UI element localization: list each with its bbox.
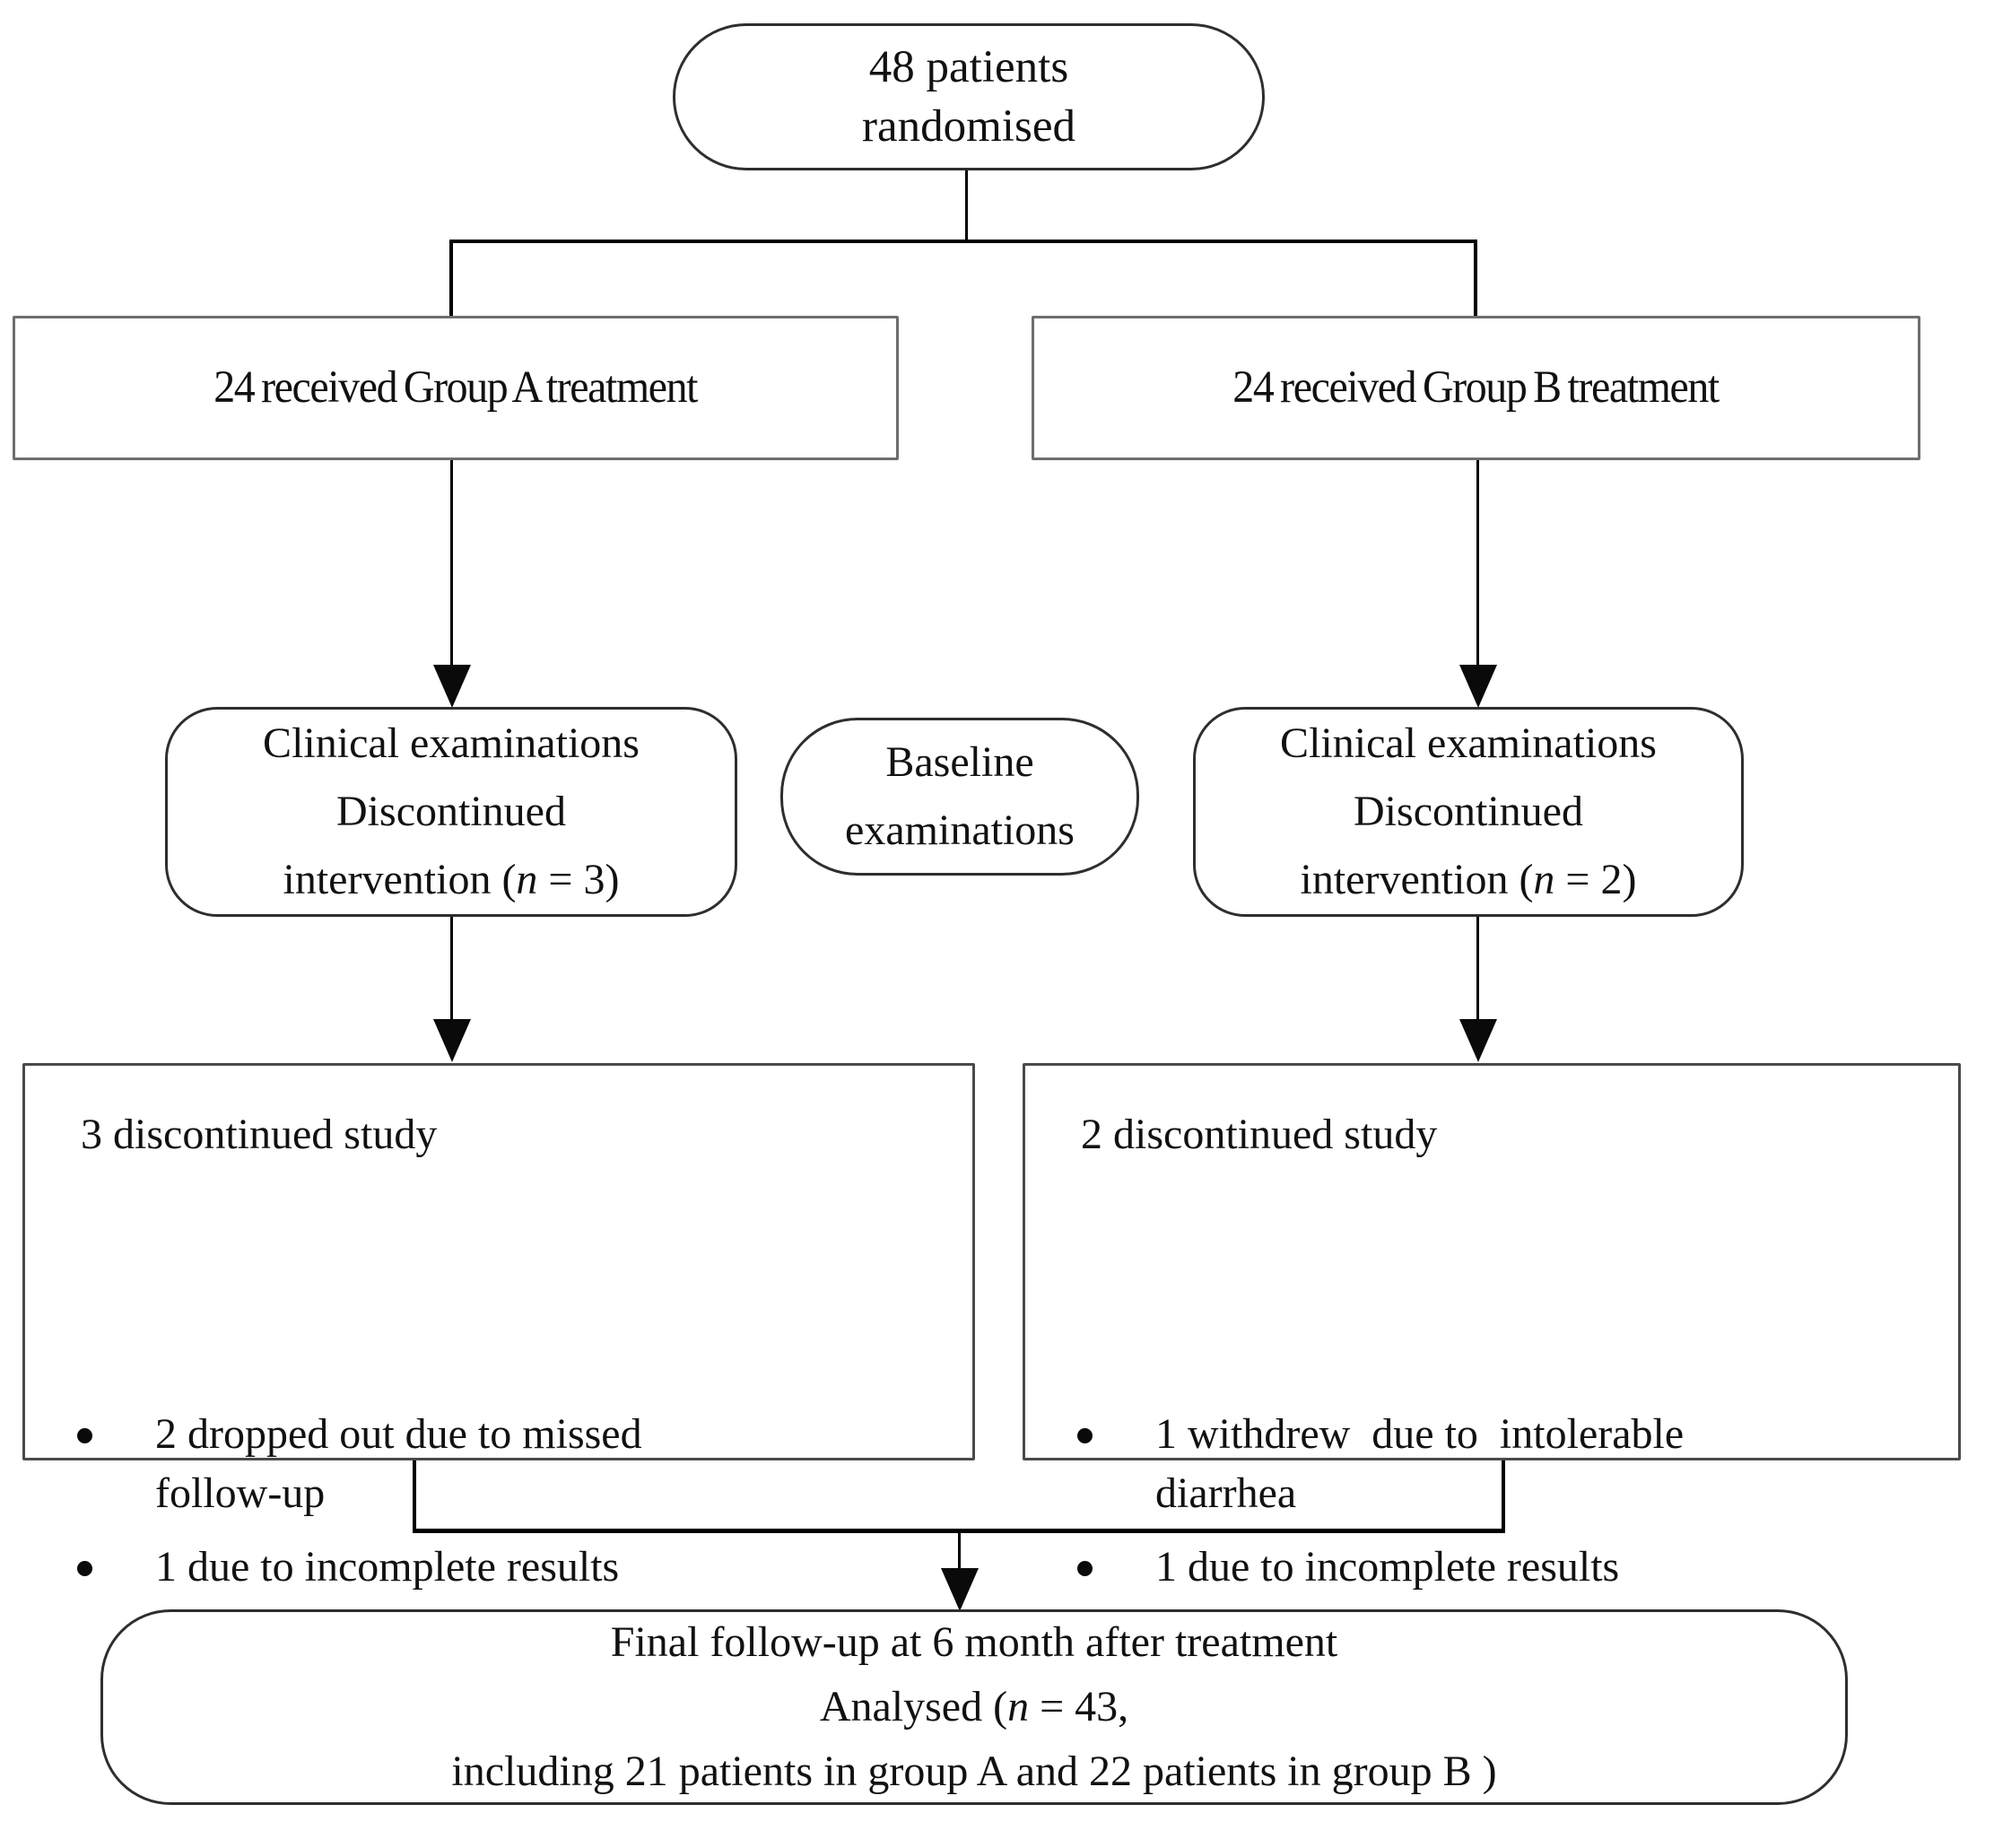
bullet-text: 1 due to incomplete results [155, 1543, 620, 1591]
bullet-item: 1 due to incomplete results [1025, 1538, 1940, 1597]
discontinued-a-list: 2 dropped out due to missed follow-up 1 … [25, 1405, 954, 1612]
bullet-item: 1 withdrew due to intolerable diarrhea [1025, 1405, 1940, 1523]
clinical-b-line1: Clinical examinations [1280, 719, 1657, 768]
final-line2: Analysed (n = 43, [819, 1683, 1129, 1730]
bullet-icon [77, 1561, 92, 1577]
bullet-icon [1077, 1428, 1093, 1443]
n-variable: n [1007, 1683, 1030, 1730]
clinical-exam-b-box: Clinical examinations Discontinued inter… [1193, 707, 1744, 917]
clinical-exam-a-box: Clinical examinations Discontinued inter… [165, 707, 737, 917]
clinical-b-line2: Discontinued [1354, 788, 1583, 836]
final-followup-box: Final follow-up at 6 month after treatme… [100, 1609, 1848, 1805]
connector-split-horizontal [449, 240, 1477, 243]
bullet-text: 1 withdrew due to intolerable diarrhea [1155, 1410, 1685, 1518]
final-line1: Final follow-up at 6 month after treatme… [610, 1618, 1338, 1666]
connector-merge-left [413, 1460, 416, 1532]
bullet-item: 2 dropped out due to missed follow-up [25, 1405, 954, 1523]
group-a-box: 24 received Group A treatment [13, 316, 899, 460]
arrow-b2-shaft [1476, 917, 1479, 1021]
baseline-line1: Baseline [885, 738, 1034, 787]
arrow-final-shaft [958, 1533, 961, 1571]
connector-top-vertical [965, 170, 968, 242]
connector-merge-right [1502, 1460, 1505, 1532]
arrowhead-down-icon [941, 1568, 979, 1611]
n-variable: n [516, 855, 538, 903]
bullet-icon [1077, 1561, 1093, 1577]
discontinued-a-heading: 3 discontinued study [81, 1111, 438, 1158]
arrowhead-down-icon [433, 1019, 471, 1062]
group-b-label: 24 received Group B treatment [1232, 362, 1720, 414]
discontinued-b-heading: 2 discontinued study [1081, 1111, 1438, 1158]
connector-split-left [449, 242, 453, 318]
arrow-a2-shaft [450, 917, 453, 1021]
randomised-box: 48 patients randomised [673, 23, 1265, 170]
arrowhead-down-icon [1459, 665, 1497, 708]
clinical-a-line1: Clinical examinations [263, 719, 640, 768]
randomised-line2: randomised [862, 101, 1075, 152]
arrow-b1-shaft [1476, 460, 1479, 667]
clinical-a-line2: Discontinued [336, 788, 566, 836]
bullet-item: 1 due to incomplete results [25, 1538, 954, 1597]
arrowhead-down-icon [1459, 1019, 1497, 1062]
group-b-box: 24 received Group B treatment [1032, 316, 1920, 460]
n-variable: n [1533, 855, 1555, 903]
group-a-label: 24 received Group A treatment [213, 362, 699, 414]
clinical-b-line3: intervention (n = 2) [1300, 855, 1637, 903]
connector-merge-horizontal [413, 1529, 1505, 1533]
baseline-exam-box: Baseline examinations [780, 718, 1139, 876]
discontinued-a-box: 3 discontinued study 2 dropped out due t… [22, 1063, 975, 1591]
connector-split-right [1474, 242, 1477, 318]
clinical-a-line3: intervention (n = 3) [283, 855, 620, 903]
bullet-text: 1 due to incomplete results [1155, 1543, 1620, 1591]
arrow-a1-shaft [450, 460, 453, 667]
bullet-text: 2 dropped out due to missed follow-up [155, 1410, 642, 1518]
final-line3: including 21 patients in group A and 22 … [451, 1748, 1497, 1795]
baseline-line2: examinations [845, 806, 1075, 854]
randomised-line1: 48 patients [868, 41, 1069, 92]
bullet-icon [77, 1428, 92, 1443]
arrowhead-down-icon [433, 665, 471, 708]
discontinued-b-box: 2 discontinued study 1 withdrew due to i… [1023, 1063, 1961, 1591]
discontinued-b-list: 1 withdrew due to intolerable diarrhea 1… [1025, 1405, 1940, 1612]
